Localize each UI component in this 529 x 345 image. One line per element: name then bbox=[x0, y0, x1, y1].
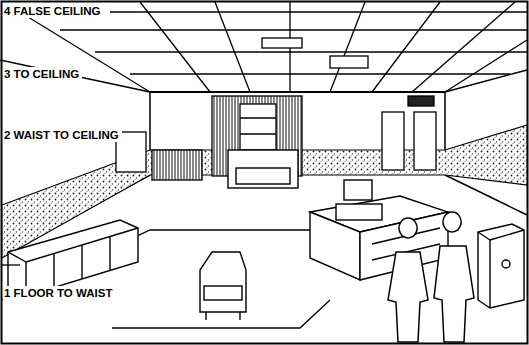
sofa bbox=[228, 150, 298, 188]
armchair bbox=[200, 252, 246, 320]
level-label: 2 WAIST TO CEILING bbox=[3, 128, 122, 142]
people-figures bbox=[388, 212, 474, 342]
credenza bbox=[8, 220, 138, 296]
level-label: 3 TO CEILING bbox=[3, 67, 82, 81]
desk bbox=[310, 180, 448, 280]
level-lines bbox=[2, 264, 20, 265]
level-label: 1 FLOOR TO WAIST bbox=[3, 286, 115, 300]
safe bbox=[478, 224, 524, 308]
level-label: 4 FALSE CEILING bbox=[3, 4, 104, 18]
